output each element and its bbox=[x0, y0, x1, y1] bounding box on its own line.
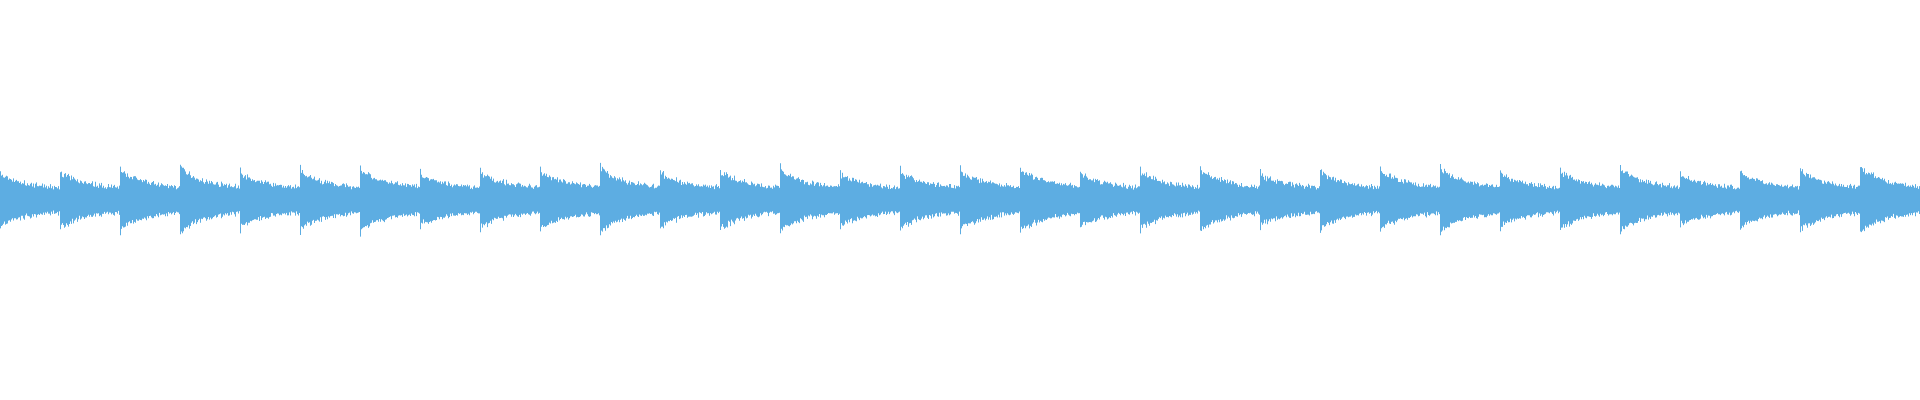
waveform-path bbox=[0, 162, 1920, 237]
